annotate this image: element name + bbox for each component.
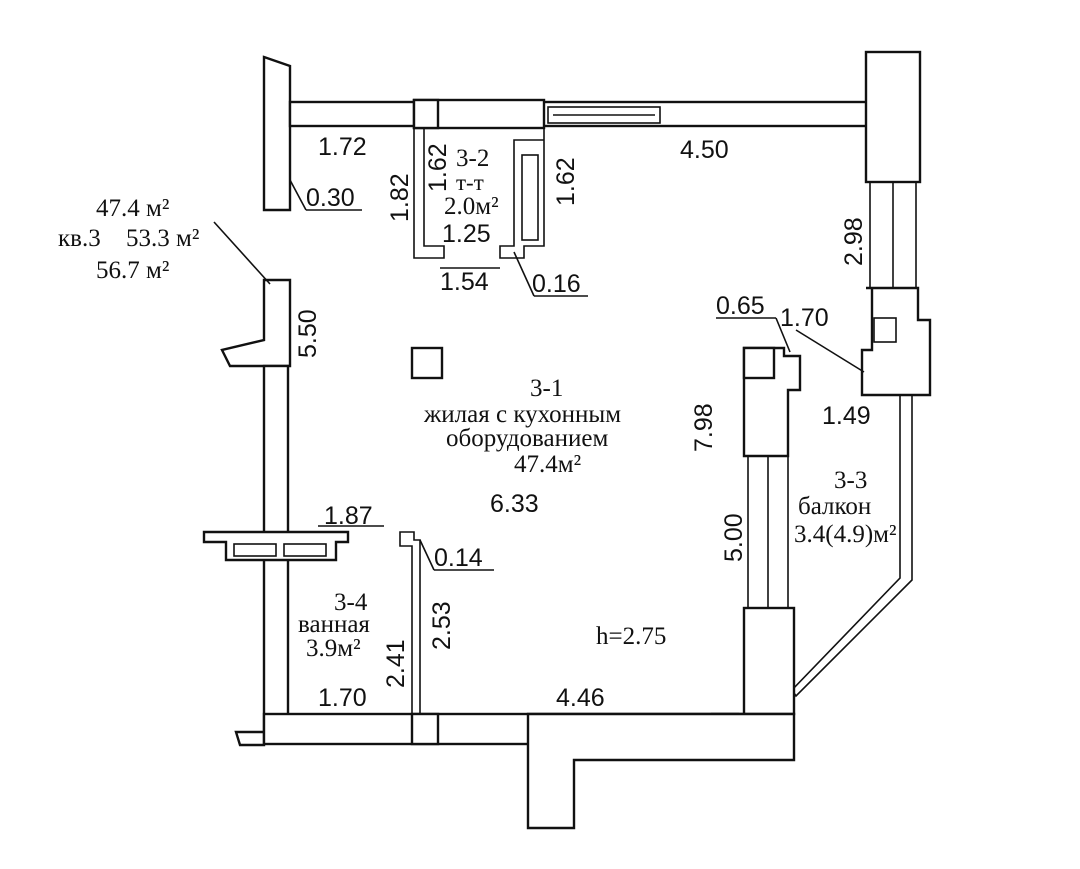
column-living — [410, 346, 444, 380]
room-3-4-name: ванная — [298, 611, 370, 638]
dim-1-49: 1.49 — [822, 402, 871, 430]
dim-2-98: 2.98 — [840, 217, 868, 266]
leader-0-14 — [419, 539, 435, 571]
dim-0-30: 0.30 — [306, 184, 355, 212]
wall-bath-partition — [399, 531, 421, 715]
wall-top — [288, 100, 870, 128]
dim-1-82: 1.82 — [386, 173, 414, 222]
wall-toilet-left — [413, 128, 445, 259]
dim-1-70-bottom: 1.70 — [318, 684, 367, 712]
toilet-right-pilaster — [521, 154, 539, 241]
room-3-1-name-line2: оборудованием — [446, 425, 608, 452]
wall-right-column — [864, 50, 922, 184]
dim-1-72: 1.72 — [318, 133, 367, 161]
room-3-1-id: 3-1 — [530, 375, 563, 402]
wall-left-upper — [220, 278, 292, 368]
room-3-1-area: 47.4м² — [514, 451, 581, 478]
leader-0-30 — [289, 179, 307, 211]
ceiling-height: h=2.75 — [596, 623, 666, 650]
room-3-4-area: 3.9м² — [306, 635, 361, 662]
leader-0-16 — [513, 251, 535, 297]
window-top — [547, 106, 661, 124]
apartment-name: кв.3 — [58, 225, 101, 252]
room-3-3-name: балкон — [798, 493, 871, 520]
dim-4-46: 4.46 — [556, 684, 605, 712]
dim-1-70-top: 1.70 — [780, 304, 829, 332]
room-3-1-name-line1: жилая с кухонным — [423, 401, 621, 428]
wall-inner-right-bottom — [742, 606, 796, 716]
dim-5-00: 5.00 — [720, 513, 748, 562]
dim-1-54: 1.54 — [440, 268, 489, 296]
dim-1-62b: 1.62 — [552, 157, 580, 206]
leader-1-70 — [795, 329, 865, 373]
dim-7-98: 7.98 — [690, 403, 718, 452]
apartment-area-with-balcony: 56.7 м² — [96, 257, 169, 284]
leader-area — [213, 221, 271, 285]
room-3-3-id: 3-3 — [834, 467, 867, 494]
dim-4-50: 4.50 — [680, 136, 729, 164]
dim-0-16: 0.16 — [532, 270, 581, 298]
dim-2-53: 2.53 — [428, 601, 456, 650]
wall-bottom-shaft — [526, 712, 796, 830]
bottom-column-left — [410, 712, 440, 746]
room-3-2-id: 3-2 — [456, 145, 489, 172]
wall-left-bottom — [234, 730, 266, 747]
vent-duct-2 — [283, 543, 327, 557]
dim-1-25: 1.25 — [442, 220, 491, 248]
vent-duct-1 — [233, 543, 277, 557]
room-3-4-id: 3-4 — [334, 589, 368, 616]
dim-0-65: 0.65 — [716, 292, 765, 320]
dim-5-50: 5.50 — [294, 309, 322, 358]
apartment-area-living: 47.4 м² — [96, 195, 169, 222]
leader-0-65 — [775, 317, 791, 353]
room-3-2-area: 2.0м² — [444, 193, 499, 220]
inner-right-column — [742, 346, 776, 380]
room-3-2-name: т-т — [456, 170, 484, 195]
wall-right-pier-notch — [873, 317, 897, 343]
dim-2-41: 2.41 — [382, 639, 410, 688]
dim-1-62a: 1.62 — [424, 143, 452, 192]
wall-toilet-right — [499, 128, 545, 259]
apartment-area-total: 53.3 м² — [126, 225, 199, 252]
toilet-column — [412, 98, 440, 130]
dim-6-33: 6.33 — [490, 490, 539, 518]
dim-1-87: 1.87 — [324, 502, 373, 530]
room-3-3-area: 3.4(4.9)м² — [794, 521, 896, 548]
wall-top-left-stub — [262, 55, 292, 212]
dim-0-14: 0.14 — [434, 544, 483, 572]
